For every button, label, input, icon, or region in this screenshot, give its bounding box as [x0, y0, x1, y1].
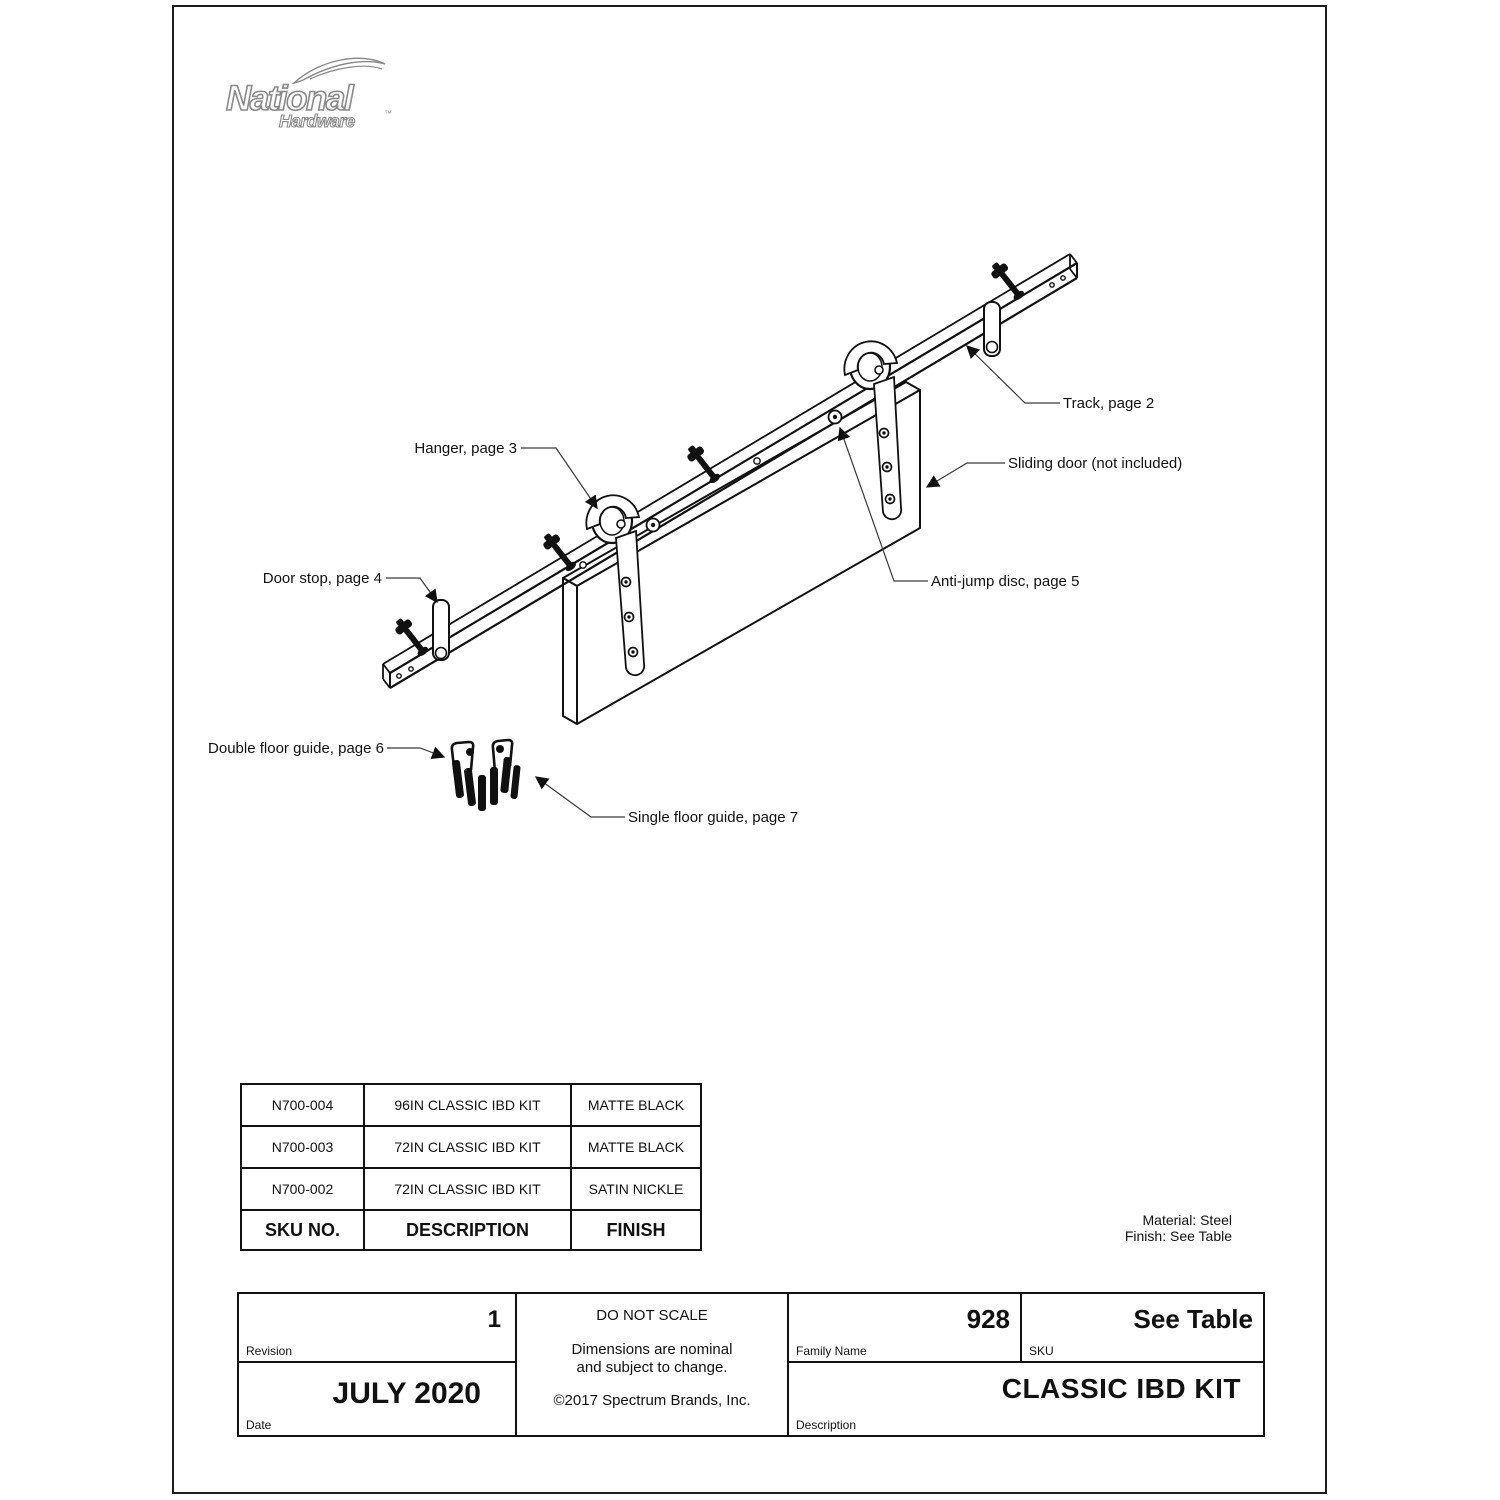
- track: [382, 253, 1078, 689]
- material-line: Material: Steel: [1142, 1212, 1232, 1228]
- callout-door-stop-leader: [386, 577, 438, 604]
- hanger-left: [585, 494, 646, 677]
- table-cell-finish: MATTE BLACK: [570, 1125, 702, 1169]
- sku-table: N700-004 96IN CLASSIC IBD KIT MATTE BLAC…: [240, 1083, 702, 1251]
- hanger-right: [843, 340, 903, 521]
- callout-sliding-door-label: Sliding door (not included): [1008, 455, 1182, 472]
- table-cell-sku: N700-003: [240, 1125, 365, 1169]
- table-row: N700-004 96IN CLASSIC IBD KIT MATTE BLAC…: [240, 1083, 702, 1127]
- logo-trademark: ™: [384, 109, 392, 118]
- sku-cell: See Table SKU: [1022, 1294, 1263, 1363]
- date-label: Date: [246, 1418, 272, 1432]
- table-cell-finish: MATTE BLACK: [570, 1083, 702, 1127]
- callout-double-guide-leader: [387, 746, 446, 760]
- do-not-scale-note: DO NOT SCALE: [596, 1307, 708, 1324]
- callout-hanger-label: Hanger, page 3: [414, 440, 517, 457]
- logo-swoosh-accent: [309, 65, 383, 80]
- callout-single-guide-leader: [534, 776, 625, 818]
- table-cell-sku: N700-004: [240, 1083, 365, 1127]
- material-note: Material: Steel Finish: See Table: [1000, 1212, 1232, 1244]
- nominal-note: Dimensions are nominal and subject to ch…: [517, 1341, 787, 1377]
- callout-single-guide-label: Single floor guide, page 7: [628, 809, 798, 826]
- callout-double-guide-label: Double floor guide, page 6: [208, 740, 384, 757]
- title-block: 1 Revision JULY 2020 Date DO NOT SCALE D…: [237, 1292, 1265, 1437]
- logo-swoosh: [291, 57, 386, 85]
- logo-text-hardware: Hardware: [279, 111, 356, 131]
- callout-anti-jump-leader: [837, 426, 928, 582]
- table-header-row: SKU NO. DESCRIPTION FINISH: [240, 1209, 702, 1251]
- logo-text-national: National: [226, 79, 355, 118]
- callout-anti-jump-label: Anti-jump disc, page 5: [931, 573, 1079, 590]
- anti-jump-discs: [645, 409, 843, 533]
- copyright-note: ©2017 Spectrum Brands, Inc.: [553, 1392, 751, 1409]
- description-cell: CLASSIC IBD KIT Description: [789, 1363, 1263, 1435]
- table-cell-finish: SATIN NICKLE: [570, 1167, 702, 1211]
- sku-label: SKU: [1029, 1344, 1054, 1358]
- notes-cell: DO NOT SCALE Dimensions are nominal and …: [517, 1294, 789, 1435]
- table-header-description: DESCRIPTION: [363, 1209, 572, 1251]
- national-hardware-logo: National Hardware ™: [225, 57, 392, 132]
- callout-track-leader: [966, 345, 1060, 404]
- lag-bolts: [395, 262, 1024, 657]
- nominal-note-line2: and subject to change.: [576, 1359, 728, 1376]
- family-name-value: 928: [966, 1304, 1010, 1334]
- date-value: JULY 2020: [332, 1377, 481, 1410]
- finish-line: Finish: See Table: [1124, 1228, 1232, 1244]
- door-stop-right: [983, 301, 1001, 357]
- callout-hanger-leader: [521, 447, 598, 510]
- date-cell: JULY 2020 Date: [239, 1363, 517, 1435]
- description-value: CLASSIC IBD KIT: [1001, 1373, 1241, 1404]
- table-header-sku: SKU NO.: [240, 1209, 365, 1251]
- track-holes: [396, 275, 1066, 679]
- revision-value: 1: [487, 1306, 501, 1333]
- table-header-finish: FINISH: [570, 1209, 702, 1251]
- table-row: N700-003 72IN CLASSIC IBD KIT MATTE BLAC…: [240, 1125, 702, 1169]
- table-cell-description: 72IN CLASSIC IBD KIT: [363, 1167, 572, 1211]
- family-name-label: Family Name: [796, 1344, 867, 1358]
- callout-track-label: Track, page 2: [1063, 395, 1154, 412]
- door-stop-left: [432, 599, 450, 661]
- assembly-diagram: Track, page 2 Hanger, page 3 Sliding doo…: [208, 253, 1182, 826]
- sku-value: See Table: [1133, 1304, 1253, 1334]
- table-row: N700-002 72IN CLASSIC IBD KIT SATIN NICK…: [240, 1167, 702, 1211]
- revision-label: Revision: [246, 1344, 293, 1358]
- sliding-door: [562, 381, 921, 725]
- floor-guides: [450, 738, 521, 811]
- callout-door-stop-label: Door stop, page 4: [263, 570, 382, 587]
- table-cell-sku: N700-002: [240, 1167, 365, 1211]
- callout-leaders: [386, 345, 1060, 818]
- table-cell-description: 72IN CLASSIC IBD KIT: [363, 1125, 572, 1169]
- revision-cell: 1 Revision: [239, 1294, 517, 1363]
- callout-sliding-door-leader: [925, 462, 1005, 488]
- table-cell-description: 96IN CLASSIC IBD KIT: [363, 1083, 572, 1127]
- family-name-cell: 928 Family Name: [789, 1294, 1022, 1363]
- description-label: Description: [796, 1418, 857, 1432]
- nominal-note-line1: Dimensions are nominal: [571, 1341, 733, 1358]
